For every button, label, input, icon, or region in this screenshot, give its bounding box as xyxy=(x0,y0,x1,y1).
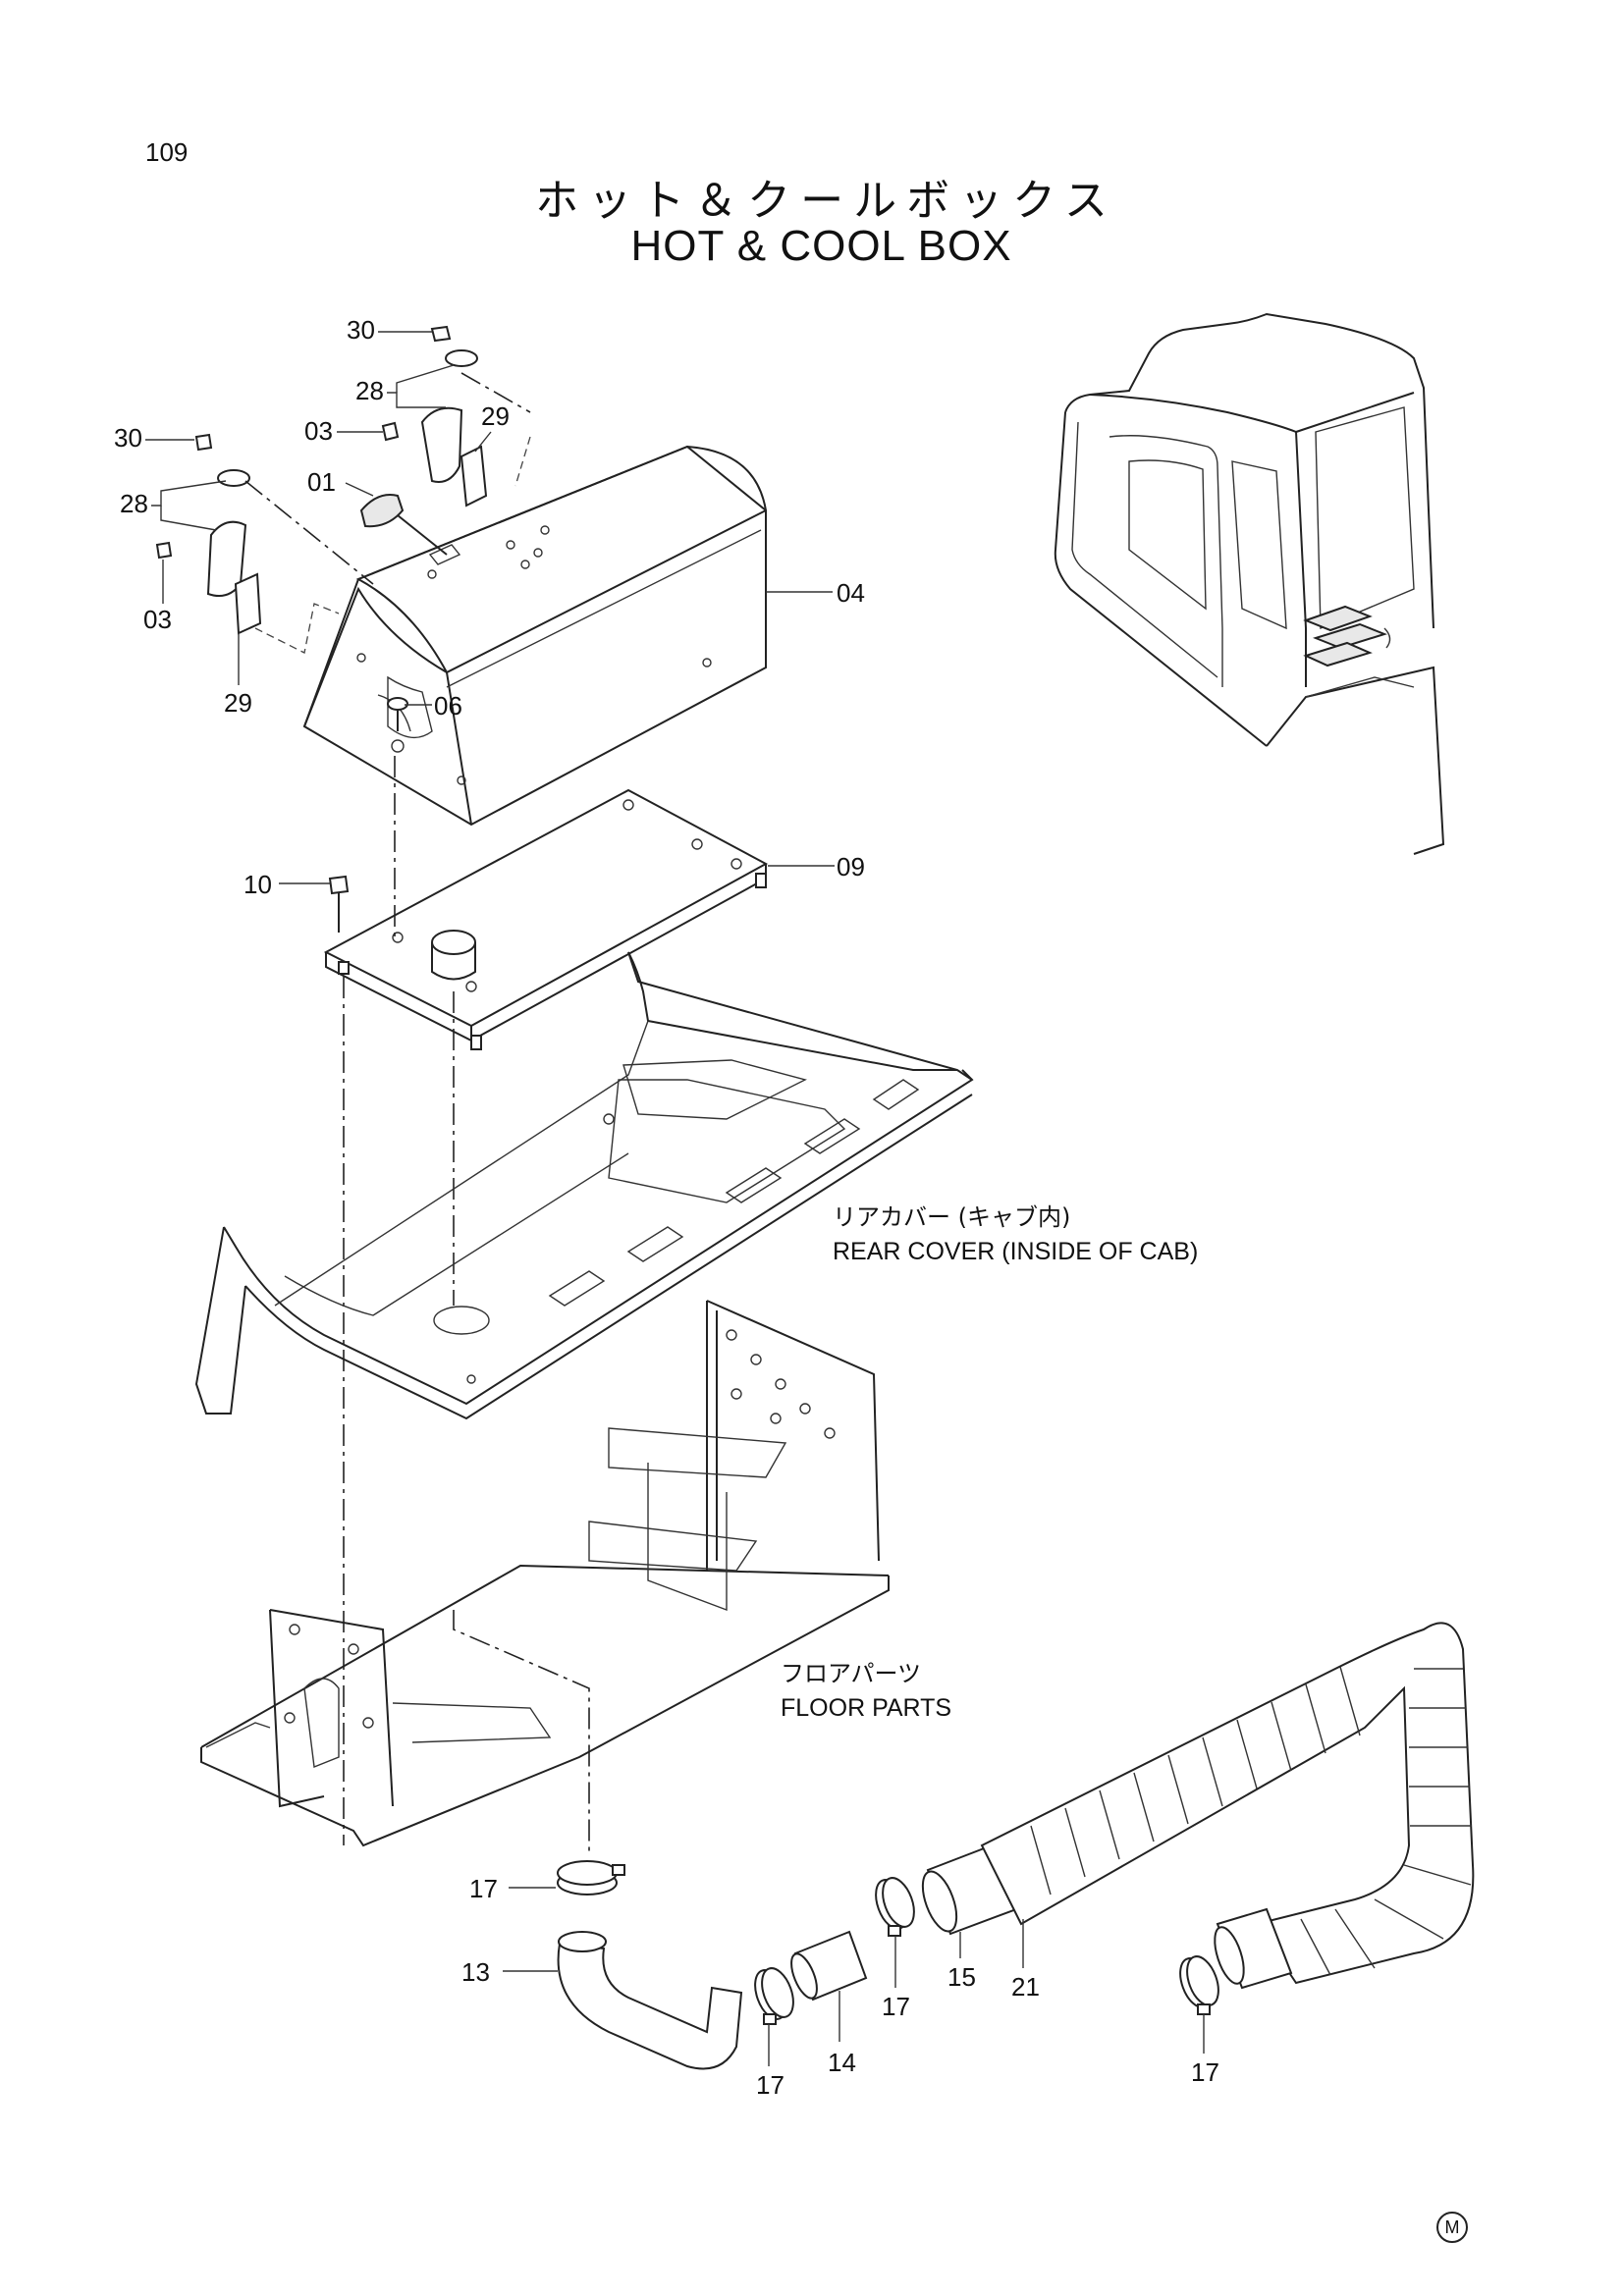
manufacturer-mark: M xyxy=(1436,2212,1468,2243)
label-17d: 17 xyxy=(1191,2057,1219,2087)
latch-upper xyxy=(420,325,488,507)
label-30a: 30 xyxy=(347,315,375,345)
label-29a: 29 xyxy=(481,401,510,431)
label-30b: 30 xyxy=(114,423,142,453)
floor-parts-en-label: FLOOR PARTS xyxy=(781,1694,951,1722)
tube-14 xyxy=(790,1930,868,2002)
label-06: 06 xyxy=(434,691,462,721)
page-number: 109 xyxy=(145,137,189,167)
label-21: 21 xyxy=(1011,1972,1040,2002)
label-01: 01 xyxy=(307,467,336,497)
label-28a: 28 xyxy=(355,376,384,405)
title-japanese: ホット＆クールボックス xyxy=(535,176,1117,226)
label-17b: 17 xyxy=(756,2070,784,2100)
label-13: 13 xyxy=(461,1957,490,1987)
label-14: 14 xyxy=(828,2048,856,2077)
label-29b: 29 xyxy=(224,688,252,718)
floor-parts-jp-label: フロアパーツ xyxy=(781,1660,921,1687)
bolt-10 xyxy=(328,875,350,933)
clamp-17d xyxy=(1179,1955,1219,2015)
label-17a: 17 xyxy=(469,1874,498,1903)
rear-cover xyxy=(194,951,974,1420)
cab-location-illustration xyxy=(1054,312,1445,855)
label-03a: 03 xyxy=(304,416,333,446)
rear-cover-jp-label: リアカバー (キャブ内) xyxy=(833,1203,1070,1231)
title-english: HOT & COOL BOX xyxy=(630,222,1012,270)
floor-parts xyxy=(200,1300,890,1847)
latch-lower xyxy=(155,433,262,635)
label-03b: 03 xyxy=(143,605,172,634)
bolt-06 xyxy=(387,697,408,753)
label-15: 15 xyxy=(947,1962,976,1992)
clamp-17c xyxy=(875,1877,915,1937)
clamp-17a xyxy=(557,1860,625,1896)
rear-cover-en-label: REAR COVER (INSIDE OF CAB) xyxy=(833,1238,1198,1265)
clamp-17b xyxy=(754,1967,794,2025)
label-17c: 17 xyxy=(882,1992,910,2021)
duct-21 xyxy=(980,1622,1475,1990)
hose-13 xyxy=(557,1931,743,2070)
label-09: 09 xyxy=(837,852,865,881)
label-28b: 28 xyxy=(120,489,148,518)
hot-cool-box xyxy=(302,445,768,827)
part-01 xyxy=(359,494,405,528)
label-04: 04 xyxy=(837,578,865,608)
label-10: 10 xyxy=(243,870,272,899)
base-plate xyxy=(323,788,769,1050)
